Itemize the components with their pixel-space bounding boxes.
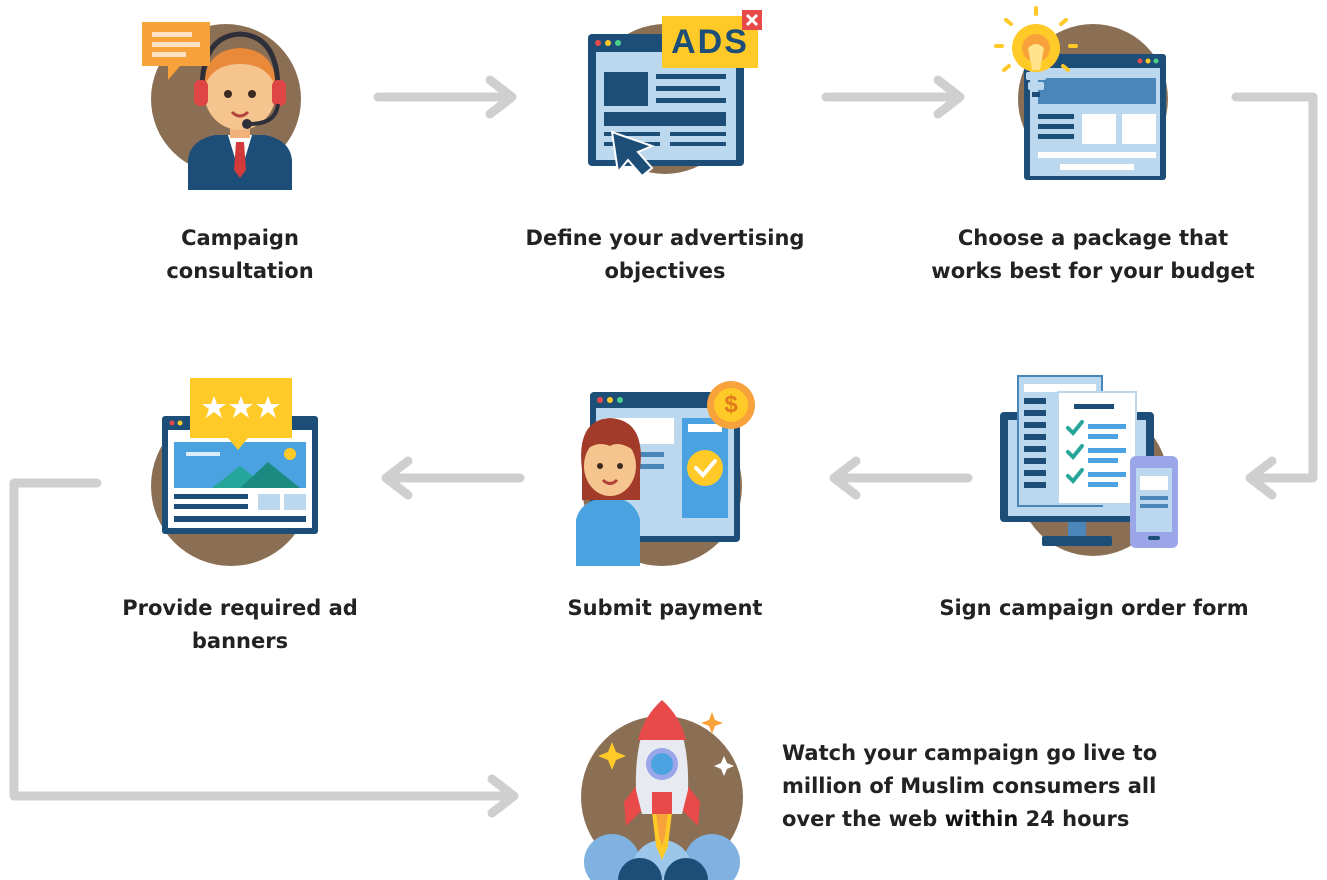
ads-badge-text: ADS bbox=[671, 23, 749, 61]
emphasis-within: within bbox=[944, 807, 1019, 831]
support-agent-headset-icon bbox=[142, 22, 292, 190]
step-5-label: Submit payment bbox=[567, 596, 763, 620]
order-form-devices-icon bbox=[1000, 375, 1178, 548]
arrow-right-2 bbox=[821, 75, 965, 119]
payment-browser-icon bbox=[576, 381, 755, 566]
rated-banner-icon bbox=[162, 378, 318, 534]
arrow-left-1 bbox=[829, 456, 973, 500]
arrow-left-2 bbox=[381, 456, 525, 500]
arrow-right-1 bbox=[373, 75, 517, 119]
lightbulb-browser-icon bbox=[994, 6, 1166, 180]
dollar-coin-symbol: $ bbox=[724, 391, 738, 418]
ads-browser-icon bbox=[588, 10, 762, 178]
step-4-label: Sign campaign order form bbox=[939, 596, 1249, 620]
step-7-label: Watch your campaign go live to million o… bbox=[782, 741, 1158, 831]
arrow-elbow-left bbox=[9, 478, 519, 818]
arrow-elbow-right bbox=[1231, 92, 1318, 500]
rocket-launch-icon bbox=[584, 700, 740, 880]
